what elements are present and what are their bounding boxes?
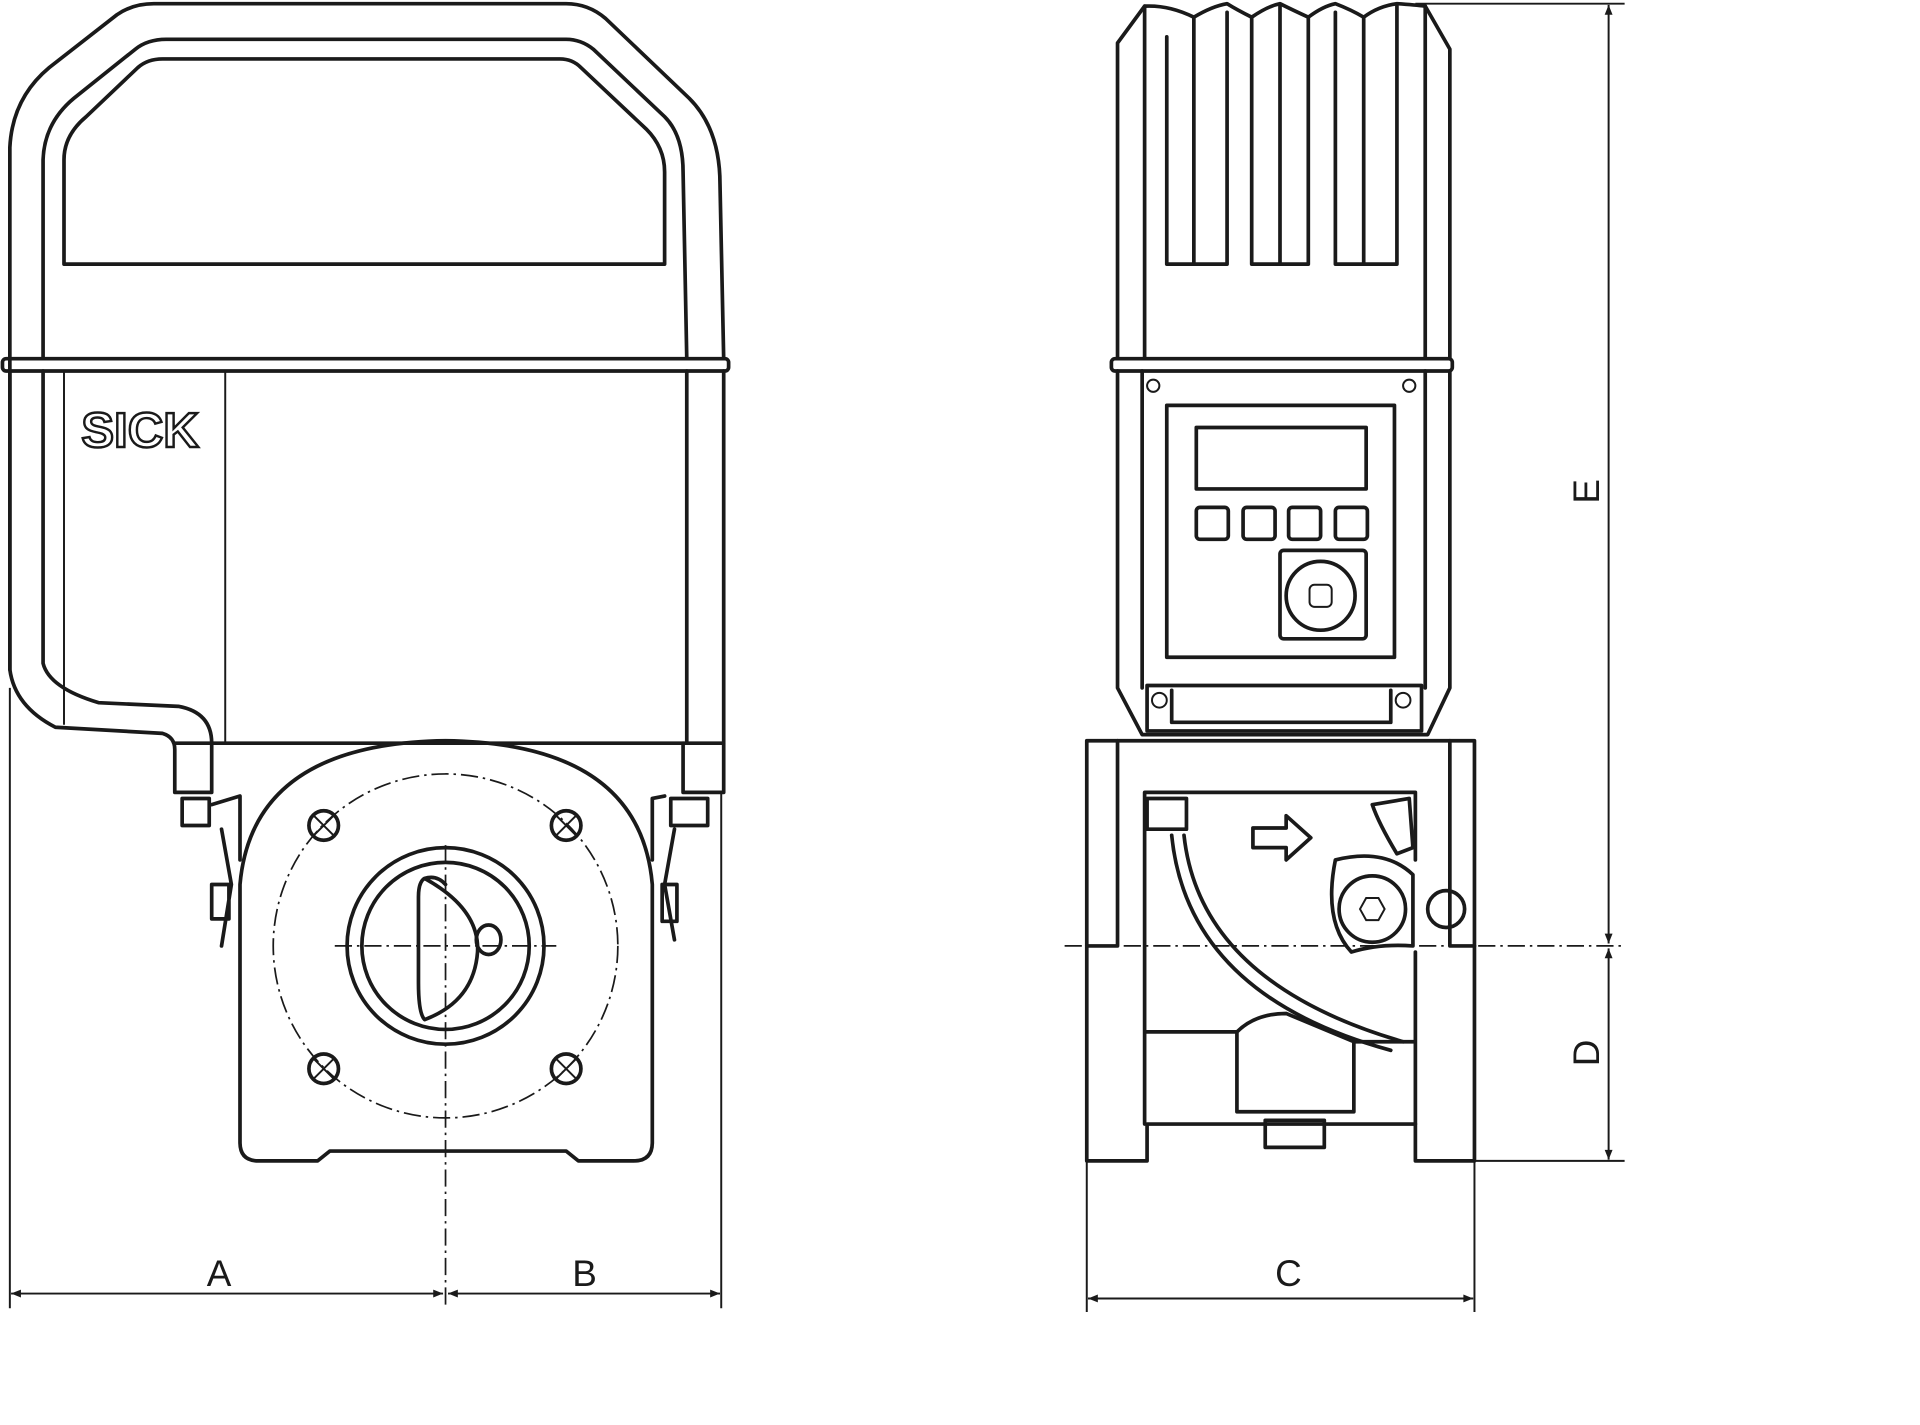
hex-bolt-icon <box>1337 874 1408 945</box>
flow-arrow-icon <box>1251 813 1313 862</box>
connector <box>1263 1118 1327 1150</box>
lower-body-right <box>681 369 726 795</box>
lower-body-inner <box>41 369 214 746</box>
bolt-icon <box>549 808 583 843</box>
dimension-a-label: A <box>207 1253 232 1294</box>
bolts <box>307 808 583 1086</box>
knob-slot <box>1308 583 1333 608</box>
valve-disc <box>416 875 480 1022</box>
bolt-icon <box>307 1052 341 1086</box>
dimension-d-label: D <box>1566 1040 1607 1067</box>
lower-strip <box>1145 683 1424 733</box>
dimension-c-label: C <box>1275 1253 1302 1294</box>
screw-icon <box>1402 378 1417 393</box>
base-inner <box>1084 738 1477 1126</box>
small-block <box>1145 796 1189 832</box>
plug-icon <box>1425 888 1467 930</box>
display <box>1194 425 1368 491</box>
hex-socket <box>1358 897 1386 922</box>
knob-box <box>1278 548 1368 641</box>
bolt-icon <box>549 1052 583 1086</box>
lever <box>1370 796 1415 856</box>
bolt-housing <box>1329 854 1415 954</box>
flange <box>238 738 655 1163</box>
side-band <box>1109 356 1455 373</box>
panel-button-3 <box>1286 505 1323 542</box>
fin-lines <box>1142 4 1428 361</box>
bracket-right <box>650 794 710 942</box>
window <box>62 57 667 266</box>
valve-arc <box>1169 833 1405 1053</box>
bracket-left <box>180 794 242 948</box>
housing-inner-line <box>41 37 689 361</box>
panel-button-4 <box>1333 505 1370 542</box>
lower-body-left <box>8 369 214 795</box>
side-view: C E D <box>1064 1 1625 1312</box>
front-view: SICK A B <box>0 1 731 1309</box>
cooling-fins <box>1115 1 1452 361</box>
panel-button-1 <box>1194 505 1231 542</box>
knob <box>1284 559 1357 633</box>
bolt-icon <box>307 808 341 843</box>
housing-band <box>0 356 731 373</box>
dimension-e-label: E <box>1566 479 1607 504</box>
valve-knob <box>474 923 503 957</box>
screw-icon <box>1394 691 1412 709</box>
dimension-b-label: B <box>572 1253 597 1294</box>
screw-icon <box>1151 691 1168 709</box>
panel-button-2 <box>1241 505 1277 542</box>
control-panel <box>1164 403 1397 660</box>
sick-logo: SICK <box>81 403 199 458</box>
electronics-body <box>1115 369 1452 737</box>
housing-outline <box>8 1 726 672</box>
screw-icon <box>1146 378 1161 393</box>
